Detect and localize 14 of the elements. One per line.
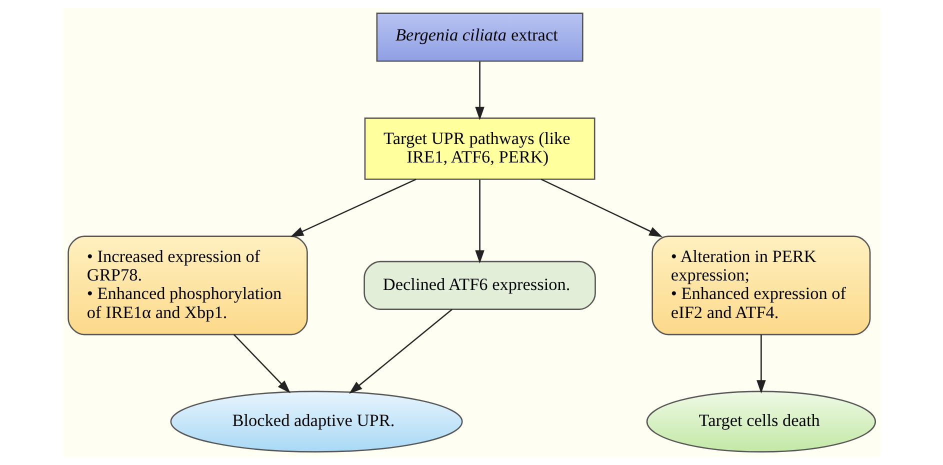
arrow (232, 334, 290, 394)
node-box: • Increased expression of GRP78. • Enhanced phosphorylation of IRE1α and Xbp1. (67, 236, 308, 336)
arrow (474, 180, 484, 264)
arrow (290, 178, 416, 238)
node-box: Target UPR pathways (like IRE1, ATF6, PERK) (364, 118, 595, 180)
node-ellipse: Target cells death (646, 390, 876, 453)
node-ellipse: Blocked adaptive UPR. (170, 390, 462, 453)
node-box: Bergenia ciliata extract (376, 12, 583, 62)
arrow (474, 62, 484, 120)
arrow (540, 178, 662, 238)
arrow (756, 334, 766, 394)
node-box: • Alteration in PERK expression; • Enhanced expression of eIF2 and ATF4. (651, 236, 870, 336)
node-box: Declined ATF6 expression. (363, 260, 596, 310)
arrow (348, 308, 452, 394)
